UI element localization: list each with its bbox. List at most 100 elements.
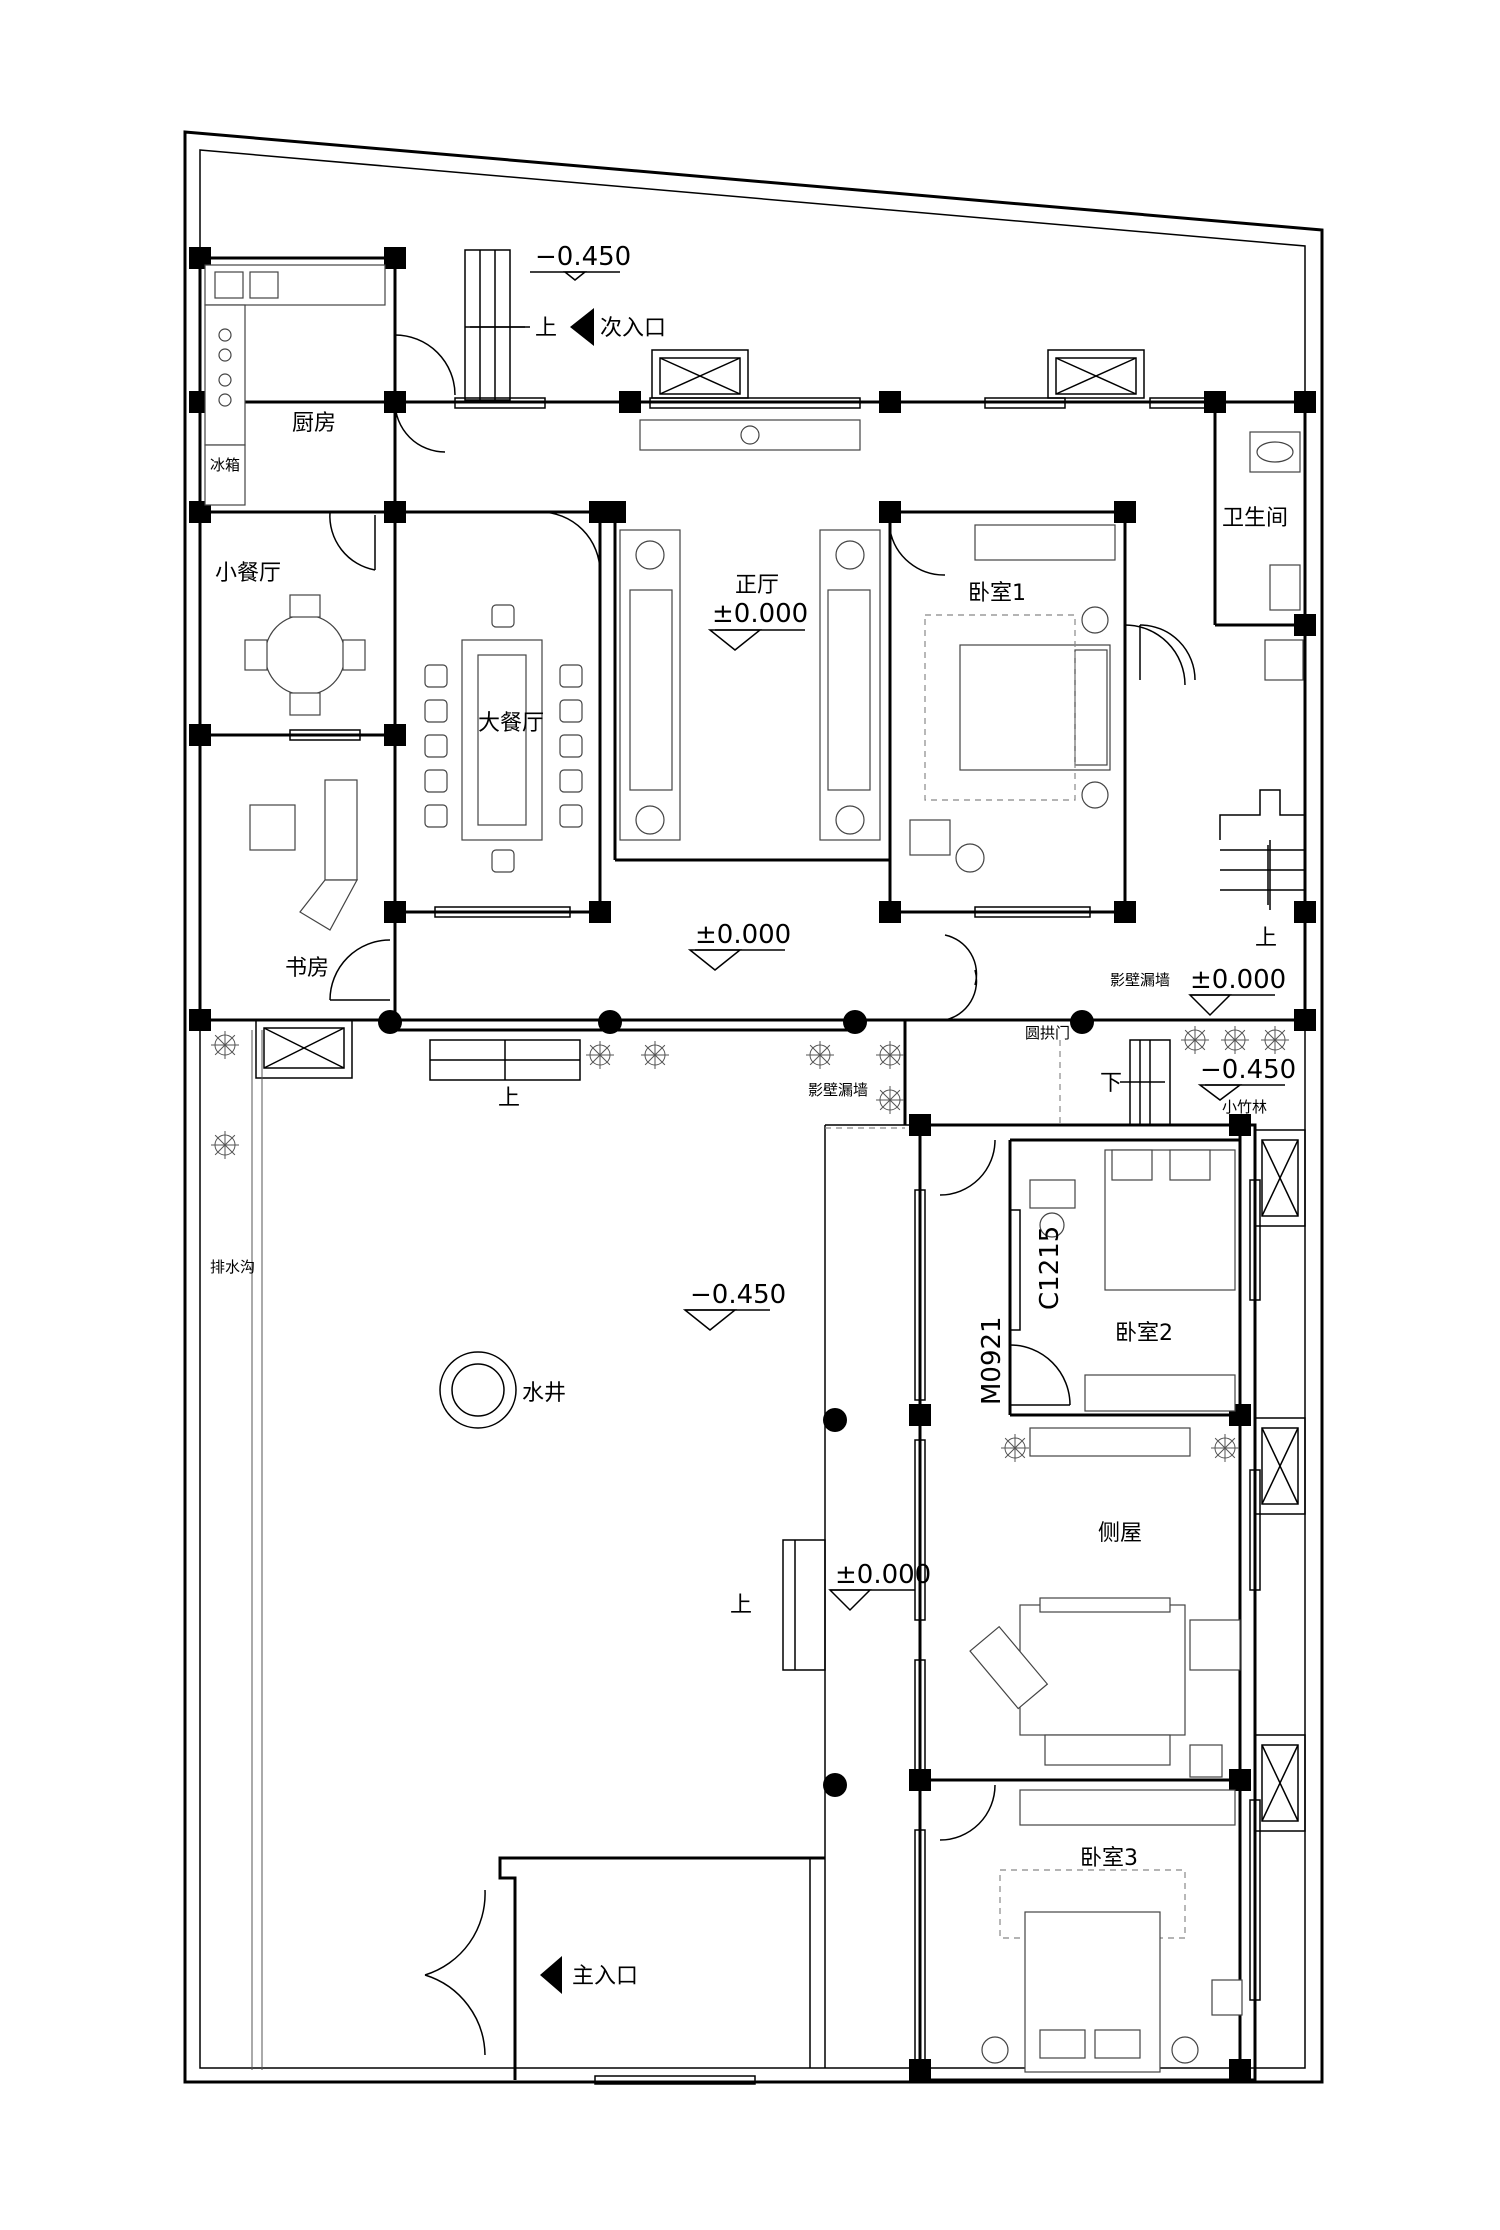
column xyxy=(189,1009,211,1031)
main-hall-sofas xyxy=(619,419,881,841)
study-desk xyxy=(249,779,359,931)
column xyxy=(1229,1114,1251,1136)
kitchen-label: 厨房 xyxy=(292,411,336,436)
plant-icon xyxy=(806,1041,834,1069)
dining-chair xyxy=(424,804,448,828)
level-east-lower: −0.450 xyxy=(1200,1055,1296,1085)
plant-icon xyxy=(1181,1026,1209,1054)
column xyxy=(384,724,406,746)
courtyard-steps xyxy=(429,1039,1171,1671)
fridge-label: 冰箱 xyxy=(210,456,240,474)
main-hall-label: 正厅 xyxy=(735,573,779,598)
structural-columns xyxy=(189,247,1316,2081)
up-label-top: 上 xyxy=(535,316,557,341)
plant-icon xyxy=(211,1031,239,1059)
door-code: M0921 xyxy=(977,1316,1007,1405)
dining-chair xyxy=(559,804,583,828)
down-label-east: 下 xyxy=(1100,1071,1122,1096)
level-hall: ±0.000 xyxy=(712,599,808,629)
column xyxy=(604,501,626,523)
dining-chair xyxy=(424,699,448,723)
secondary-entrance-label: 次入口 xyxy=(600,316,666,341)
dining-chair xyxy=(559,699,583,723)
small-dining-label: 小餐厅 xyxy=(215,561,281,586)
column xyxy=(909,1769,931,1791)
column xyxy=(879,901,901,923)
column xyxy=(879,391,901,413)
plant-icon xyxy=(211,1131,239,1159)
column xyxy=(1294,1009,1316,1031)
plant-icon xyxy=(1211,1434,1239,1462)
up-label-stair: 上 xyxy=(1255,926,1277,951)
column xyxy=(1114,501,1136,523)
column xyxy=(1294,614,1316,636)
up-label-side: 上 xyxy=(730,1593,752,1618)
bedroom2-label: 卧室2 xyxy=(1115,1321,1173,1346)
plant-icon xyxy=(876,1041,904,1069)
level-top-entry: −0.450 xyxy=(535,242,631,272)
plant-icon xyxy=(1261,1026,1289,1054)
plant-icon xyxy=(1221,1026,1249,1054)
column xyxy=(384,501,406,523)
plant-icon xyxy=(586,1041,614,1069)
level-corridor: ±0.000 xyxy=(695,920,791,950)
plant-icon xyxy=(876,1086,904,1114)
level-side-porch: ±0.000 xyxy=(835,1560,931,1590)
up-label-court: 上 xyxy=(498,1086,520,1111)
column xyxy=(619,391,641,413)
small-dining-table xyxy=(244,594,366,716)
column xyxy=(1204,391,1226,413)
east-stairs xyxy=(1219,789,1305,910)
dining-chair xyxy=(424,734,448,758)
column xyxy=(384,247,406,269)
bedroom3-furniture xyxy=(981,1789,1243,2073)
plants xyxy=(211,1026,1289,1462)
building-walls xyxy=(198,256,1307,2082)
drain-label: 排水沟 xyxy=(210,1258,255,1276)
vent-boxes xyxy=(255,349,1306,1832)
dining-chair xyxy=(491,849,515,873)
big-dining-table xyxy=(424,604,583,873)
site-boundary xyxy=(183,130,1324,2084)
entrance-arrow-main xyxy=(540,1956,562,1994)
level-courtyard: −0.450 xyxy=(690,1280,786,1310)
kitchen-fixtures xyxy=(204,264,386,506)
column xyxy=(384,901,406,923)
bedroom2-furniture xyxy=(1029,1149,1236,1412)
main-entrance-label: 主入口 xyxy=(572,1964,638,1989)
level-east-platform: ±0.000 xyxy=(1190,965,1286,995)
plant-icon xyxy=(641,1041,669,1069)
column xyxy=(909,2059,931,2081)
column xyxy=(1294,391,1316,413)
side-house-label: 侧屋 xyxy=(1098,1521,1142,1546)
arch-door-label: 圆拱门 xyxy=(1025,1024,1070,1042)
bedroom3-label: 卧室3 xyxy=(1080,1846,1138,1871)
screen-wall-label-a: 影壁漏墙 xyxy=(1110,971,1170,989)
dining-chair xyxy=(424,664,448,688)
plant-icon xyxy=(1001,1434,1029,1462)
column xyxy=(879,501,901,523)
dining-chair xyxy=(424,769,448,793)
entry-stairs-top xyxy=(464,249,525,401)
column xyxy=(589,901,611,923)
dining-chair xyxy=(559,769,583,793)
well xyxy=(439,1351,517,1429)
column xyxy=(1229,1769,1251,1791)
bamboo-label: 小竹林 xyxy=(1222,1098,1267,1116)
column xyxy=(189,247,211,269)
study-label: 书房 xyxy=(285,956,329,981)
big-dining-label: 大餐厅 xyxy=(478,711,544,736)
column xyxy=(909,1114,931,1136)
bathroom-fixtures xyxy=(1249,431,1304,681)
dining-chair xyxy=(559,734,583,758)
column xyxy=(909,1404,931,1426)
bedroom1-label: 卧室1 xyxy=(968,581,1026,606)
doors xyxy=(329,334,1196,2056)
column xyxy=(1294,901,1316,923)
level-markers xyxy=(530,271,1285,1612)
column xyxy=(1114,901,1136,923)
dining-chair xyxy=(559,664,583,688)
column xyxy=(1229,2059,1251,2081)
bathroom-label: 卫生间 xyxy=(1222,506,1288,531)
